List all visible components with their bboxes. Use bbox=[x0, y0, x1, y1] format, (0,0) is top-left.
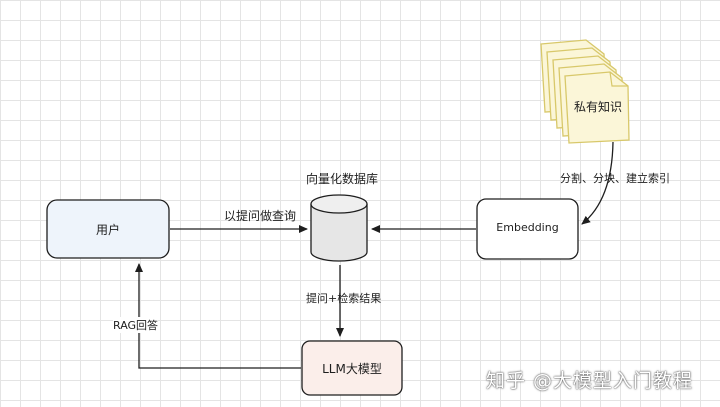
user-node[interactable] bbox=[46, 199, 170, 259]
retrieve-edge-label: 提问+检索结果 bbox=[306, 292, 382, 305]
watermark: 知乎 @大模型入门教程 bbox=[486, 370, 694, 392]
llm-label: LLM大模型 bbox=[322, 362, 382, 376]
query-edge-label: 以提问做查询 bbox=[224, 209, 297, 223]
llm-node[interactable] bbox=[301, 340, 403, 396]
rag-answer-edge-label: RAG回答 bbox=[113, 317, 159, 333]
edge-rag-answer bbox=[135, 263, 301, 369]
user-label: 用户 bbox=[95, 223, 120, 237]
vector-db-label: 向量化数据库 bbox=[306, 172, 379, 186]
edge-split-index bbox=[581, 141, 614, 225]
private-knowledge-node[interactable] bbox=[540, 39, 630, 144]
vector-db-node[interactable] bbox=[310, 194, 368, 262]
split-index-edge-label: 分割、分块、建立索引 bbox=[560, 172, 670, 185]
private-knowledge-label: 私有知识 bbox=[574, 100, 623, 114]
embedding-label: Embedding bbox=[496, 221, 559, 234]
embedding-node[interactable] bbox=[476, 198, 579, 260]
